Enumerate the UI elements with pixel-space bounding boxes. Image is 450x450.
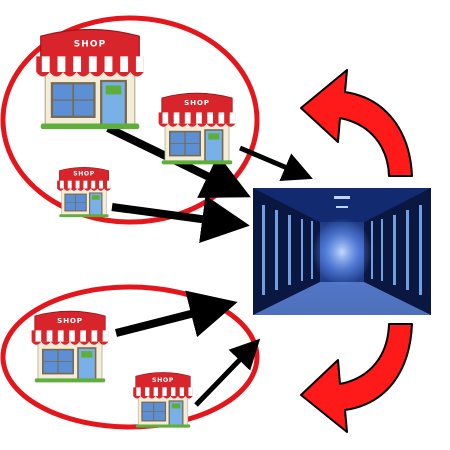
arrow-shop-4 <box>115 290 238 338</box>
svg-text:SHOP: SHOP <box>57 316 83 325</box>
svg-text:SHOP: SHOP <box>73 171 95 178</box>
arrow-shop-3 <box>111 195 250 243</box>
top-shop-group-ellipse <box>0 15 260 225</box>
svg-text:SHOP: SHOP <box>74 39 107 49</box>
curved-arrow-up <box>300 69 413 177</box>
shop-small-middle: SHOP <box>56 166 112 218</box>
shop-bottom-left: SHOP <box>30 310 110 384</box>
shop-large-top-left: SHOP <box>35 28 145 131</box>
svg-text:SHOP: SHOP <box>152 377 174 384</box>
arrow-shop-2 <box>239 145 313 182</box>
shop-top-right: SHOP <box>157 92 237 166</box>
shop-bottom-right: SHOP <box>132 371 194 429</box>
arrow-shop-5 <box>194 338 261 407</box>
data-center-image <box>253 188 431 315</box>
svg-text:SHOP: SHOP <box>184 98 210 107</box>
curved-arrow-down <box>300 323 413 433</box>
